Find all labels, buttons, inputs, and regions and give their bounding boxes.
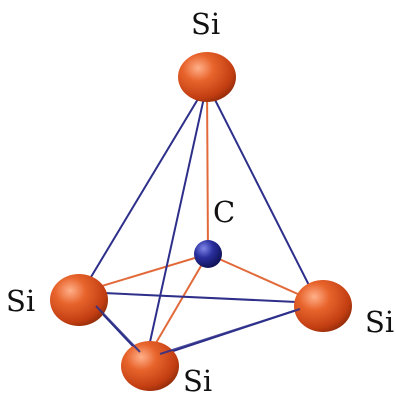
tetrahedron-edges	[81, 83, 319, 361]
edge-top-bottom	[145, 83, 208, 361]
silicon-atom-left	[50, 274, 108, 326]
edge-front-left-bottom	[95, 305, 141, 353]
label-carbon: C	[213, 195, 235, 229]
front-edges	[95, 305, 301, 355]
label-si-right: Si	[365, 305, 394, 339]
silicon-atom-right	[294, 280, 352, 332]
silicon-atom-top	[178, 52, 236, 102]
si-c-bonds	[81, 83, 319, 361]
carbon-atom	[194, 240, 222, 268]
label-si-left: Si	[6, 284, 35, 318]
label-si-top: Si	[191, 7, 220, 41]
edge-left-right	[81, 291, 319, 304]
edge-top-right	[206, 83, 319, 304]
bond-c-si-top	[206, 83, 209, 255]
edge-top-left	[81, 83, 208, 293]
label-si-bottom: Si	[183, 364, 212, 397]
silicon-atom-bottom	[121, 341, 179, 391]
edge-front-right-bottom	[159, 308, 301, 355]
